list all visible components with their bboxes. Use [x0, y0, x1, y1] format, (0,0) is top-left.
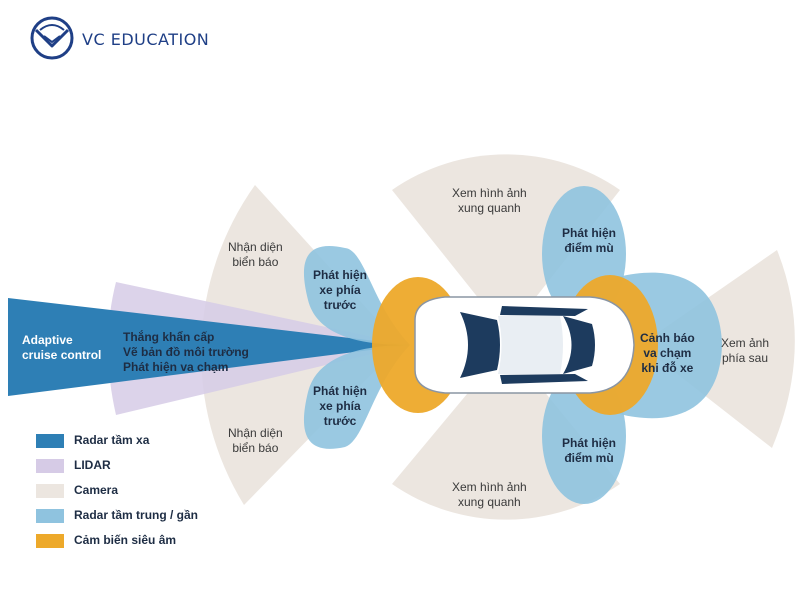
vc-education-logo-icon — [30, 16, 74, 60]
legend-label: Radar tầm xa — [74, 433, 150, 447]
long-range-radar-zone — [8, 298, 410, 396]
car-top-view — [414, 296, 635, 394]
car-windshield — [460, 312, 500, 378]
legend-label: Radar tầm trung / gần — [74, 508, 199, 522]
legend-label: Camera — [74, 483, 119, 497]
car-side-window-bottom — [500, 374, 588, 384]
legend-label: Cảm biến siêu âm — [74, 533, 177, 547]
car-rear-window — [563, 316, 595, 374]
legend-swatch — [36, 509, 64, 523]
brand-name: VC EDUCATION — [82, 30, 210, 49]
legend-swatch — [36, 534, 64, 548]
legend-swatch — [36, 434, 64, 448]
car-roof — [498, 316, 563, 374]
legend-swatch — [36, 484, 64, 498]
car-side-window-top — [500, 306, 588, 316]
legend-label: LIDAR — [74, 458, 111, 472]
legend-swatch — [36, 459, 64, 473]
